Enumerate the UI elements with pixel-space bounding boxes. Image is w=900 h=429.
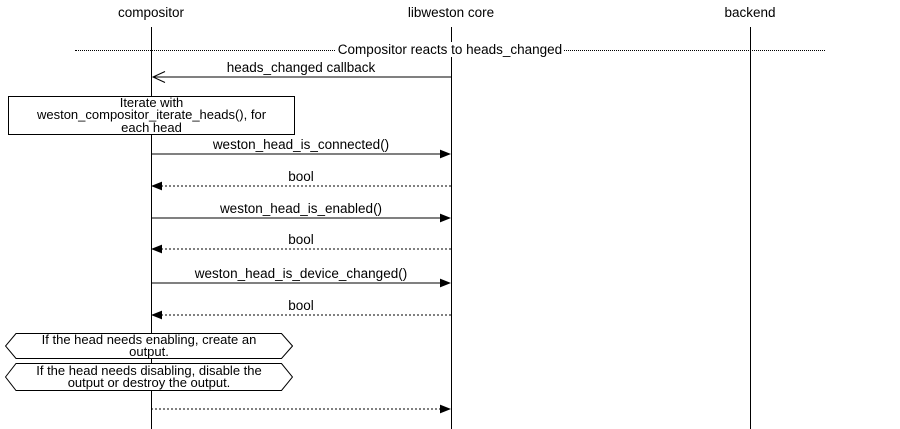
- message-arrow-bool-return: [151, 310, 451, 320]
- message-arrow-unlabeled-reply: [151, 404, 451, 414]
- message-arrow-weston-head-is-connected: [151, 149, 451, 159]
- message-label-weston-head-is-device-changed: weston_head_is_device_changed(): [194, 266, 408, 281]
- lifeline-backend: [750, 27, 751, 429]
- message-arrow-bool-return: [151, 181, 451, 191]
- message-arrow-heads-changed-callback: [151, 71, 451, 83]
- lifeline-label-libweston-core: libweston core: [407, 5, 495, 20]
- condition-line: If the head needs enabling, create an: [41, 331, 257, 347]
- condition-hexagon-shape: [5, 333, 293, 359]
- lifeline-compositor: [151, 27, 152, 429]
- condition-enabling: If the head needs enabling, create an ou…: [5, 333, 293, 359]
- condition-hexagon-shape: [5, 363, 293, 391]
- note-line: weston_compositor_iterate_heads(), for: [36, 107, 267, 123]
- message-arrow-weston-head-is-device-changed: [151, 278, 451, 288]
- condition-disabling: If the head needs disabling, disable the…: [5, 363, 293, 391]
- message-label-bool-return: bool: [288, 232, 314, 247]
- note-line: Iterate with: [119, 94, 184, 110]
- diagram-title: Compositor reacts to heads_changed: [335, 42, 565, 57]
- lifeline-label-backend: backend: [724, 5, 776, 20]
- condition-line: output.: [129, 344, 169, 359]
- message-label-bool-return: bool: [288, 169, 314, 184]
- lifeline-label-compositor: compositor: [117, 5, 185, 20]
- condition-line: If the head needs disabling, disable the: [36, 362, 262, 378]
- note-iterate-heads: Iterate with weston_compositor_iterate_h…: [8, 96, 295, 135]
- message-label-heads-changed-callback: heads_changed callback: [226, 60, 376, 75]
- note-line: each head: [121, 119, 182, 135]
- lifeline-libweston-core: [451, 27, 452, 429]
- message-arrow-bool-return: [151, 244, 451, 254]
- message-label-bool-return: bool: [288, 298, 314, 313]
- condition-line: output or destroy the output.: [67, 375, 231, 390]
- message-label-weston-head-is-connected: weston_head_is_connected(): [212, 137, 390, 152]
- message-label-weston-head-is-enabled: weston_head_is_enabled(): [219, 201, 383, 216]
- message-arrow-weston-head-is-enabled: [151, 213, 451, 223]
